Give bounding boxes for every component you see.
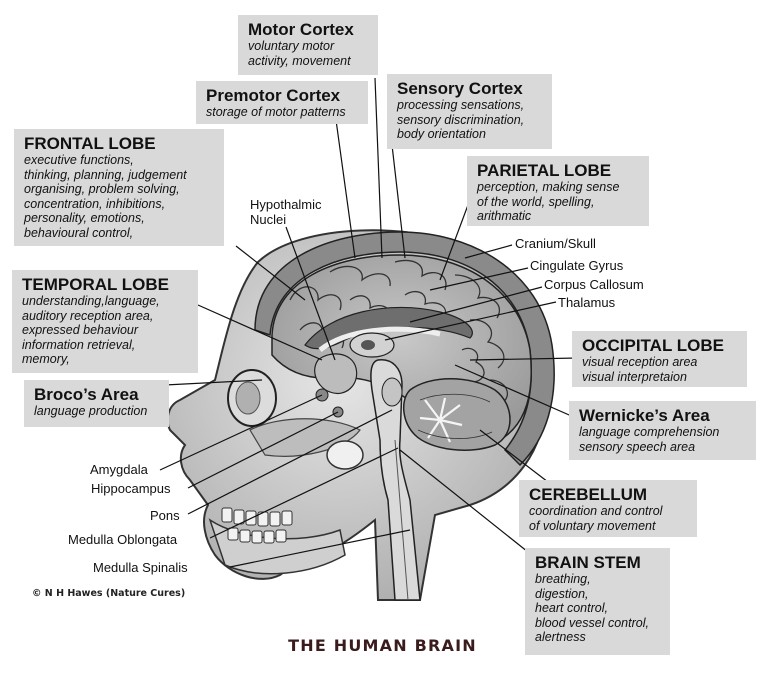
temporal-lobe-line-5: memory, bbox=[22, 352, 70, 366]
brocos-area-box: Broco’s Area language production bbox=[24, 380, 169, 427]
frontal-lobe-line-5: personality, emotions, bbox=[24, 211, 145, 225]
label-hippocampus: Hippocampus bbox=[91, 481, 171, 496]
brain-stem-line-5: alertness bbox=[535, 630, 586, 644]
sensory-cortex-line-3: body orientation bbox=[397, 127, 486, 141]
brain-stem-title: BRAIN STEM bbox=[535, 553, 641, 572]
credit: © N H Hawes (Nature Cures) bbox=[32, 588, 186, 599]
motor-cortex-title: Motor Cortex bbox=[248, 20, 354, 39]
cerebellum-box: CEREBELLUM coordination and control of v… bbox=[519, 480, 697, 537]
cerebellum-title: CEREBELLUM bbox=[529, 485, 648, 504]
frontal-lobe-title: FRONTAL LOBE bbox=[24, 134, 156, 153]
frontal-lobe-box: FRONTAL LOBE executive functions, thinki… bbox=[14, 129, 224, 246]
sensory-cortex-box: Sensory Cortex processing sensations, se… bbox=[387, 74, 552, 149]
frontal-lobe-line-1: executive functions, bbox=[24, 153, 134, 167]
diagram-caption: THE HUMAN BRAIN bbox=[288, 636, 477, 655]
label-thalamus: Thalamus bbox=[558, 295, 616, 310]
parietal-lobe-line-2: of the world, spelling, bbox=[477, 194, 595, 209]
occipital-lobe-line-1: visual reception area bbox=[582, 355, 698, 369]
label-pons: Pons bbox=[150, 508, 180, 523]
temporal-lobe-line-1: understanding,language, bbox=[22, 294, 160, 308]
sensory-cortex-line-2: sensory discrimination, bbox=[397, 112, 525, 127]
brain-stem-line-1: breathing, bbox=[535, 572, 591, 586]
temporal-lobe-title: TEMPORAL LOBE bbox=[22, 275, 170, 294]
cerebellum-line-2: of voluntary movement bbox=[529, 518, 656, 533]
brocos-area-line-1: language production bbox=[34, 404, 148, 418]
motor-cortex-line-2: activity, movement bbox=[248, 53, 351, 68]
label-hypothalmic: Hypothalmic bbox=[250, 197, 322, 212]
motor-cortex-line-1: voluntary motor bbox=[248, 39, 335, 53]
frontal-lobe-line-6: behavioural control, bbox=[24, 225, 134, 240]
cranium bbox=[254, 231, 555, 467]
occipital-lobe-title: OCCIPITAL LOBE bbox=[582, 336, 724, 355]
sensory-cortex-line-1: processing sensations, bbox=[397, 98, 525, 112]
label-corpus-callosum: Corpus Callosum bbox=[544, 277, 644, 292]
temporal-lobe-line-4: information retrieval, bbox=[22, 337, 136, 352]
label-medulla-spinalis: Medulla Spinalis bbox=[93, 560, 188, 575]
wernickes-area-box: Wernicke’s Area language comprehension s… bbox=[569, 401, 756, 460]
frontal-lobe-line-4: concentration, inhibitions, bbox=[24, 196, 166, 211]
label-medulla-oblongata: Medulla Oblongata bbox=[68, 532, 178, 547]
parietal-lobe-line-1: perception, making sense bbox=[477, 180, 620, 194]
cerebellum bbox=[403, 378, 511, 451]
brain-stem-line-3: heart control, bbox=[535, 601, 608, 615]
parietal-lobe-line-3: arithmatic bbox=[477, 209, 532, 223]
frontal-lobe-line-3: organising, problem solving, bbox=[24, 182, 180, 196]
cerebellum-line-1: coordination and control bbox=[529, 504, 663, 518]
wernickes-area-line-2: sensory speech area bbox=[579, 439, 696, 454]
premotor-cortex-line-1: storage of motor patterns bbox=[206, 105, 346, 119]
wernickes-area-line-1: language comprehension bbox=[579, 425, 720, 439]
label-cingulate-gyrus: Cingulate Gyrus bbox=[530, 258, 624, 273]
pointer-lines bbox=[159, 77, 579, 568]
premotor-cortex-title: Premotor Cortex bbox=[206, 86, 341, 105]
temporal-lobe-box: TEMPORAL LOBE understanding,language, au… bbox=[12, 270, 198, 373]
premotor-cortex-box: Premotor Cortex storage of motor pattern… bbox=[196, 81, 368, 124]
sensory-cortex-title: Sensory Cortex bbox=[397, 79, 523, 98]
parietal-lobe-box: PARIETAL LOBE perception, making sense o… bbox=[467, 156, 649, 226]
temporal-lobe-line-2: auditory reception area, bbox=[22, 308, 154, 323]
parietal-lobe-title: PARIETAL LOBE bbox=[477, 161, 612, 180]
wernickes-area-title: Wernicke’s Area bbox=[579, 406, 710, 425]
brain-stem-line-2: digestion, bbox=[535, 586, 589, 601]
label-cranium: Cranium/Skull bbox=[515, 236, 596, 251]
label-hypothalmic-nuclei: Nuclei bbox=[250, 212, 287, 227]
brocos-area-title: Broco’s Area bbox=[34, 385, 139, 404]
frontal-lobe-line-2: thinking, planning, judgement bbox=[24, 167, 187, 182]
occipital-lobe-line-2: visual interpretaion bbox=[582, 369, 687, 384]
brain-stem-box: BRAIN STEM breathing, digestion, heart c… bbox=[525, 548, 670, 655]
motor-cortex-box: Motor Cortex voluntary motor activity, m… bbox=[238, 15, 378, 75]
temporal-lobe-line-3: expressed behaviour bbox=[22, 323, 139, 337]
label-amygdala: Amygdala bbox=[90, 462, 148, 477]
occipital-lobe-box: OCCIPITAL LOBE visual reception area vis… bbox=[572, 331, 747, 387]
brain-stem-line-4: blood vessel control, bbox=[535, 615, 649, 630]
